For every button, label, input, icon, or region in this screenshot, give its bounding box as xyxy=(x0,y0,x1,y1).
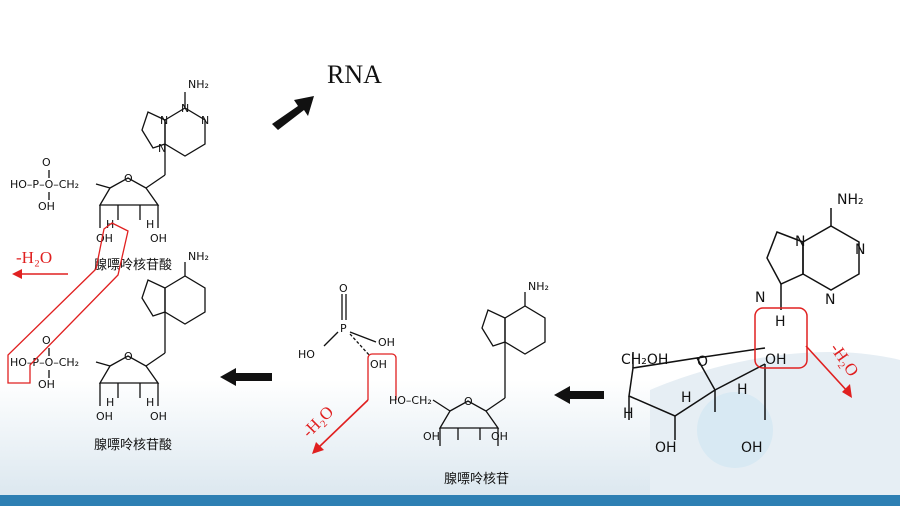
atom-oh: OH xyxy=(96,232,113,245)
atom-o: O xyxy=(697,354,708,370)
amp-bottom-name: 腺嘌呤核苷酸 xyxy=(94,438,173,453)
atom-oh: OH xyxy=(741,440,763,456)
atom-n: N xyxy=(795,234,805,250)
atom-n: N xyxy=(160,114,168,127)
atom-h: H xyxy=(623,406,634,422)
water-arrow-middle xyxy=(312,399,369,454)
amp-top-structure: NH₂ N N N N O HO–P–O–CH₂ O OH H H OH OH xyxy=(10,78,209,245)
hoch2-group: HO–CH₂ xyxy=(389,394,432,407)
condensation-highlight xyxy=(754,307,808,369)
water-arrow-left xyxy=(12,269,68,279)
atom-oh: OH xyxy=(765,352,787,368)
nh2-label: NH₂ xyxy=(188,250,209,263)
nh2-label: NH₂ xyxy=(188,78,209,91)
arrow-to-amp xyxy=(220,368,272,386)
ch2oh-group: CH₂OH xyxy=(621,352,668,368)
atom-oh: OH xyxy=(370,358,387,371)
atom-n: N xyxy=(201,114,209,127)
atom-oh: OH xyxy=(378,336,395,349)
atom-ho: HO xyxy=(298,348,315,361)
phosphodiester-highlight xyxy=(7,222,129,384)
footer-bar xyxy=(0,495,900,506)
atom-oh: OH xyxy=(655,440,677,456)
atom-oh: OH xyxy=(96,410,113,423)
phosphate-chain: HO–P–O–CH₂ xyxy=(10,356,79,369)
atom-n: N xyxy=(158,142,166,155)
atom-oh: OH xyxy=(491,430,508,443)
atom-o: O xyxy=(124,350,133,363)
atom-oh: OH xyxy=(38,378,55,391)
nh2-label: NH₂ xyxy=(528,280,549,293)
hydroxyl-highlight xyxy=(367,353,397,400)
phosphoric-acid-structure: O P HO OH OH xyxy=(298,282,397,400)
water-arrow-right xyxy=(805,345,852,398)
atom-oh: OH xyxy=(150,232,167,245)
adenosine-name: 腺嘌呤核苷 xyxy=(444,472,510,487)
atom-oh: OH xyxy=(423,430,440,443)
atom-oh: OH xyxy=(38,200,55,213)
adenosine-structure: NH₂ O HO–CH₂ OH OH xyxy=(389,280,549,446)
atom-h: H xyxy=(146,396,154,409)
atom-p: P xyxy=(340,322,347,335)
atom-h: H xyxy=(737,382,748,398)
adenine-ribose-structure: NH₂ N N N N H OH CH₂OH O H H H OH OH xyxy=(621,192,865,456)
amp-bottom-structure: NH₂ O HO–P–O–CH₂ O OH H H OH OH xyxy=(10,250,209,423)
atom-o: O xyxy=(42,156,51,169)
atom-h: H xyxy=(106,396,114,409)
atom-h: H xyxy=(775,314,786,330)
atom-n: N xyxy=(755,290,765,306)
atom-o: O xyxy=(464,395,473,408)
atom-n: N xyxy=(181,102,189,115)
atom-h: H xyxy=(146,218,154,231)
nh2-label: NH₂ xyxy=(837,192,864,208)
atom-o: O xyxy=(339,282,348,295)
amp-top-name: 腺嘌呤核苷酸 xyxy=(94,258,173,273)
atom-n: N xyxy=(855,242,865,258)
phosphate-chain: HO–P–O–CH₂ xyxy=(10,178,79,191)
rna-label: RNA xyxy=(327,60,382,89)
atom-h: H xyxy=(681,390,692,406)
atom-o: O xyxy=(42,334,51,347)
rna-arrow xyxy=(272,96,314,130)
atom-n: N xyxy=(825,292,835,308)
water-loss-left: -H₂O xyxy=(16,248,53,267)
arrow-to-adenosine xyxy=(554,386,604,404)
atom-oh: OH xyxy=(150,410,167,423)
atom-o: O xyxy=(124,172,133,185)
